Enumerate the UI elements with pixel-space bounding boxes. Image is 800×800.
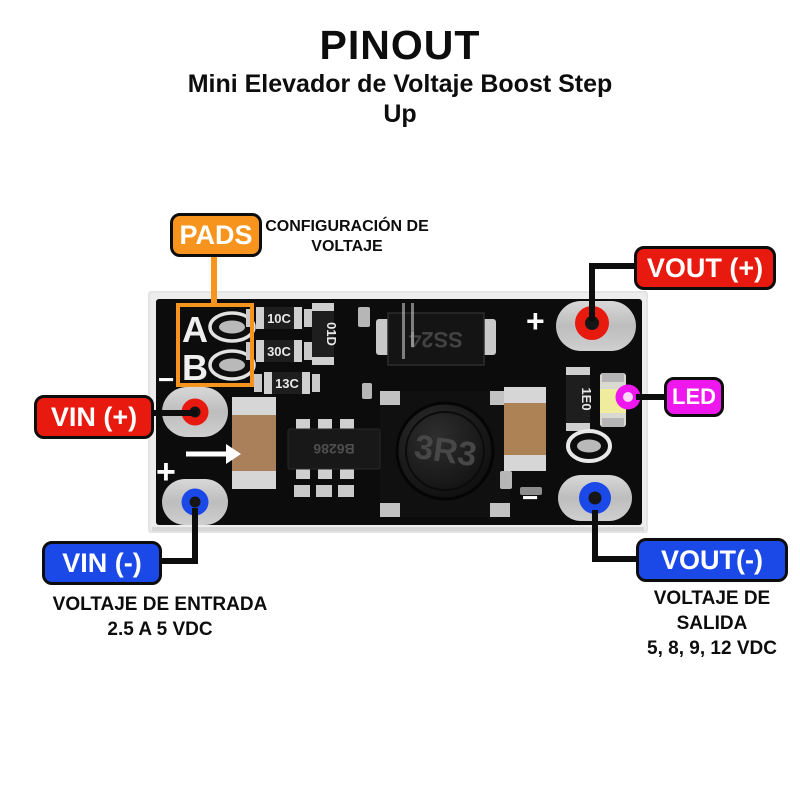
vin-pos-callout: VIN (+) bbox=[34, 395, 154, 439]
vout-neg-callout: VOUT(-) bbox=[636, 538, 788, 582]
pads-callout-label: PADS bbox=[179, 219, 253, 250]
silk-plus-top-right: + bbox=[526, 303, 545, 339]
svg-text:3R3: 3R3 bbox=[412, 428, 479, 474]
led-marker-dot bbox=[615, 384, 641, 410]
vin-neg-connector-v bbox=[192, 508, 198, 564]
vin-neg-connector-h bbox=[160, 558, 198, 564]
svg-text:B6286: B6286 bbox=[313, 441, 354, 457]
pad-vin-neg bbox=[162, 479, 228, 525]
page-subtitle-line2: Up bbox=[383, 99, 417, 128]
pads-description: CONFIGURACIÓN DE VOLTAJE bbox=[265, 218, 429, 255]
vout-neg-label: VOUT(-) bbox=[661, 544, 763, 575]
svg-text:10C: 10C bbox=[267, 311, 291, 326]
page-subtitle-line1: Mini Elevador de Voltaje Boost Step bbox=[187, 70, 613, 98]
svg-text:30C: 30C bbox=[267, 344, 291, 359]
silk-plus-bottom-left: + bbox=[156, 453, 176, 491]
pad-a-label: A bbox=[182, 309, 208, 350]
vin-caption-line1: VOLTAJE DE ENTRADA bbox=[52, 594, 268, 615]
pad-vout-pos bbox=[556, 301, 636, 351]
led-component bbox=[600, 373, 626, 427]
pcb-photo: A B 10C 30C 13C 01D bbox=[148, 291, 648, 533]
led-connector bbox=[636, 394, 666, 400]
vout-caption: VOLTAJE DE SALIDA 5, 8, 9, 12 VDC bbox=[630, 586, 794, 661]
vout-pos-callout: VOUT (+) bbox=[634, 246, 776, 290]
solder-texture bbox=[358, 303, 542, 495]
vout-caption-line2: 5, 8, 9, 12 VDC bbox=[647, 638, 777, 660]
vin-caption: VOLTAJE DE ENTRADA 2.5 A 5 VDC bbox=[30, 592, 290, 642]
vout-neg-connector-h bbox=[592, 556, 640, 562]
resistor-1e0: 1E0 bbox=[566, 367, 594, 431]
resistor-13c: 13C bbox=[254, 372, 320, 394]
page-title: PINOUT bbox=[319, 22, 481, 68]
page-subtitle: Mini Elevador de Voltaje Boost Step Up bbox=[100, 70, 700, 129]
vout-pos-connector-v bbox=[589, 263, 595, 321]
jumper-pad bbox=[566, 429, 612, 463]
vin-pos-label: VIN (+) bbox=[50, 401, 138, 432]
vin-caption-line2: 2.5 A 5 VDC bbox=[107, 619, 213, 641]
svg-text:SS24: SS24 bbox=[408, 327, 463, 352]
capacitor-left bbox=[232, 397, 276, 489]
vout-pos-label: VOUT (+) bbox=[646, 252, 764, 283]
led-callout: LED bbox=[664, 377, 724, 417]
resistor-01d: 01D bbox=[312, 303, 339, 365]
inductor-3r3: 3R3 bbox=[380, 391, 510, 517]
vout-caption-line1: VOLTAJE DE SALIDA bbox=[653, 588, 771, 635]
svg-text:13C: 13C bbox=[275, 376, 299, 391]
svg-text:1E0: 1E0 bbox=[579, 387, 594, 410]
pads-connector-line bbox=[211, 257, 217, 307]
silk-minus-top-left: − bbox=[158, 364, 174, 395]
ic-b6286: B6286 bbox=[287, 419, 381, 497]
pad-b-label: B bbox=[182, 347, 208, 388]
vout-neg-connector-v bbox=[592, 510, 598, 562]
silk-minus-bottom-right: − bbox=[522, 482, 538, 513]
pads-callout: PADS bbox=[170, 213, 262, 257]
vout-pos-connector-h bbox=[592, 263, 636, 269]
led-label: LED bbox=[672, 384, 716, 409]
vin-pos-connector bbox=[152, 410, 198, 416]
diode-ss24: SS24 bbox=[376, 312, 496, 366]
pad-vout-neg bbox=[558, 475, 632, 521]
vin-neg-label: VIN (-) bbox=[62, 547, 142, 578]
svg-text:01D: 01D bbox=[324, 322, 339, 346]
flow-arrow-icon bbox=[186, 444, 241, 464]
pads-highlight-rect bbox=[176, 303, 254, 387]
capacitor-right bbox=[504, 387, 546, 471]
vin-neg-callout: VIN (-) bbox=[42, 541, 162, 585]
